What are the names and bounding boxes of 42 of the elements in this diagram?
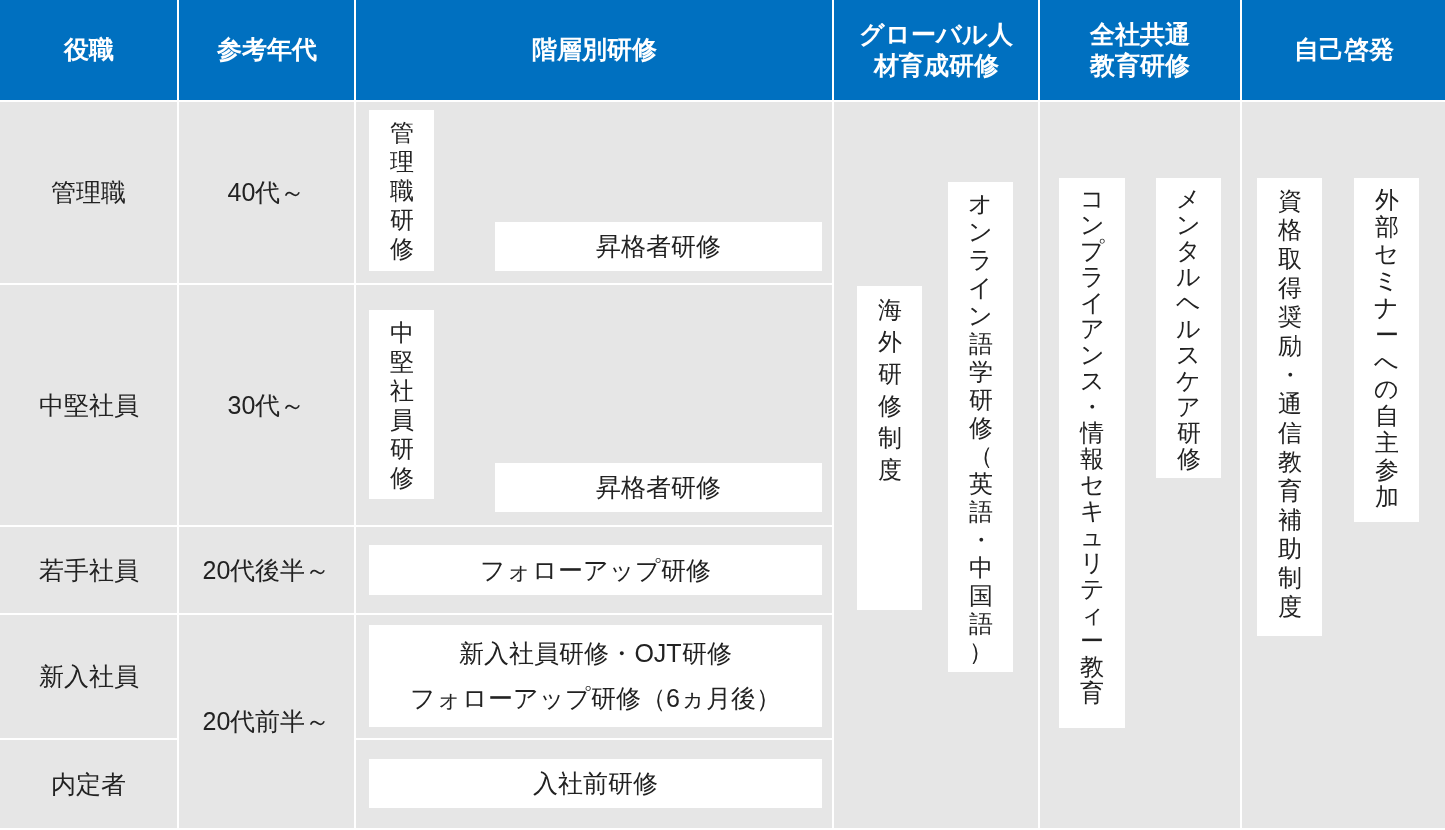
column-header: 自己啓発 [1293,34,1394,66]
training-program-box [369,110,434,271]
column-header: 参考年代 [216,34,317,66]
training-program-box [495,463,822,512]
row-label: 40代～ [227,177,306,208]
training-program-box [1156,178,1221,478]
training-program-box [1354,178,1419,522]
training-program-box [1059,178,1125,728]
program-name: 管理職研修 [388,118,415,263]
program-name: 昇格者研修 [596,231,721,262]
training-program-box [369,759,822,808]
row-label: 20代後半～ [202,554,331,586]
row-label: 20代前半～ [202,706,331,737]
program-name: コンプライアンス・情報セキュリティー教育 [1079,186,1105,706]
program-name: 資格取得奨励・通信教育補助制度 [1276,186,1303,621]
row-label: 30代～ [227,389,306,421]
column-header: グローバル人材育成研修 [858,18,1014,81]
row-label: 内定者 [51,768,126,800]
training-program-box [857,286,922,610]
row-label: 若手社員 [38,554,139,586]
training-program-box [948,182,1013,672]
training-program-box [1257,178,1322,636]
row-label: 中堅社員 [38,389,139,421]
row-label: 管理職 [51,177,126,208]
column-header: 役職 [63,34,114,66]
program-name: フォローアップ研修 [480,554,711,586]
program-name: メンタルヘルスケア研修 [1175,186,1202,472]
column-header: 階層別研修 [531,34,657,66]
training-program-box [369,310,434,499]
program-name: 昇格者研修 [596,472,721,503]
program-name: オンライン語学研修（英語・中国語） [967,190,994,666]
program-name: 中堅社員研修 [388,318,415,492]
column-header: 全社共通教育研修 [1088,18,1191,81]
training-program-box [369,625,822,727]
program-name: 外部セミナーへの自主参加 [1373,186,1400,510]
row-label: 新入社員 [38,661,139,692]
program-name: 入社前研修 [533,768,658,799]
program-name: 新入社員研修・OJT研修 [459,638,732,669]
program-name: フォローアップ研修（6ヵ月後） [410,683,781,714]
training-program-box [369,545,822,595]
program-name: 海外研修制度 [876,295,903,485]
training-program-box [495,222,822,271]
